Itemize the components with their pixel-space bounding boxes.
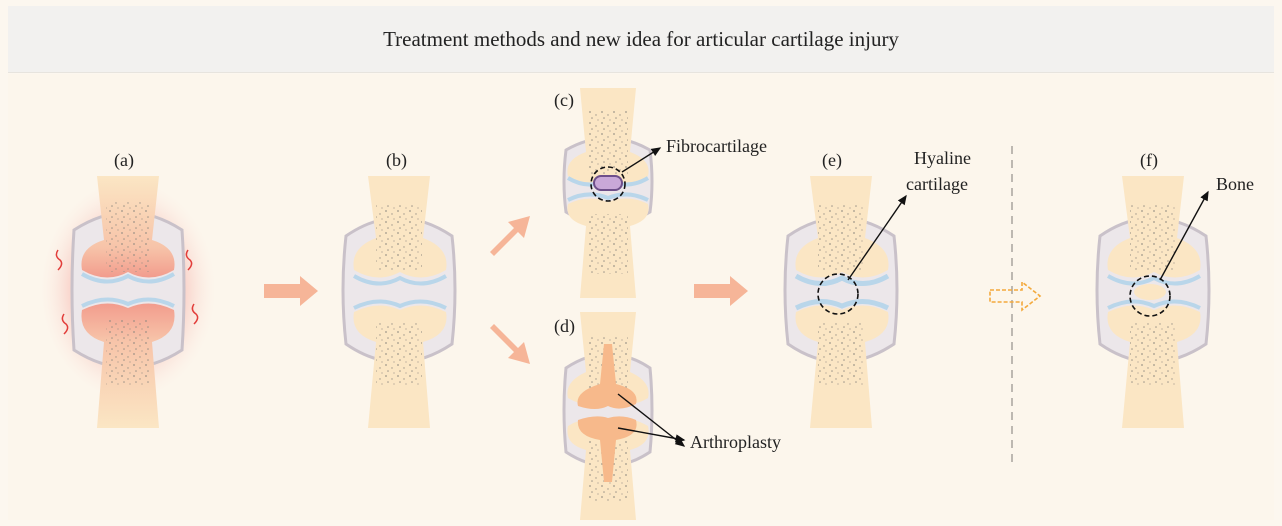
joint-d bbox=[564, 312, 684, 520]
bone-fill bbox=[1134, 284, 1166, 300]
panel-label-e: (e) bbox=[822, 150, 842, 171]
annotation-hyaline-line2: cartilage bbox=[906, 174, 968, 194]
joint-c bbox=[564, 88, 660, 298]
panel-label-c: (c) bbox=[554, 90, 574, 111]
joint-e bbox=[785, 176, 906, 428]
annotation-fibrocartilage: Fibrocartilage bbox=[666, 136, 767, 156]
joint-b bbox=[343, 176, 455, 428]
flow-arrow bbox=[490, 216, 530, 256]
flow-arrow bbox=[694, 276, 748, 306]
joint-a bbox=[40, 176, 216, 428]
flow-arrow bbox=[264, 276, 318, 306]
joint-f bbox=[1097, 176, 1209, 428]
annotation-bone: Bone bbox=[1216, 174, 1254, 194]
flow-arrow bbox=[490, 324, 530, 364]
panel-label-d: (d) bbox=[554, 316, 575, 337]
fibrocartilage-patch bbox=[594, 176, 622, 190]
proposed-arrow bbox=[990, 282, 1040, 310]
panel-label-f: (f) bbox=[1140, 150, 1158, 171]
panel-label-a: (a) bbox=[114, 150, 134, 171]
annotation-arthroplasty: Arthroplasty bbox=[690, 432, 781, 452]
annotation-hyaline-line1: Hyaline bbox=[914, 148, 971, 168]
panel-label-b: (b) bbox=[386, 150, 407, 171]
